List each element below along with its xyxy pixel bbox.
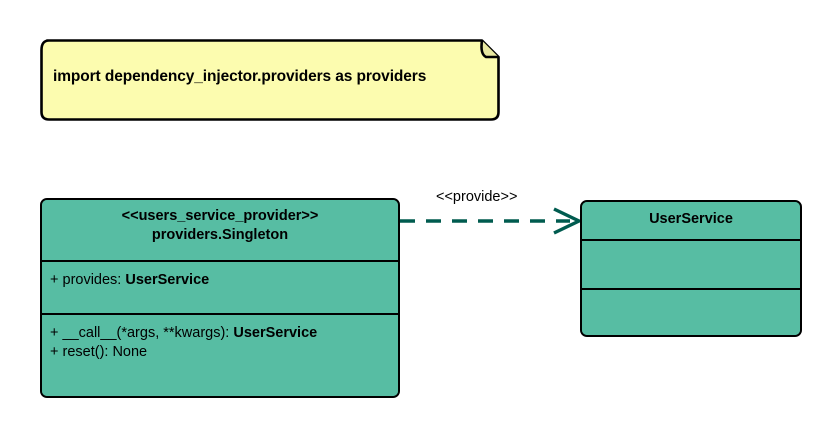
operation-row: + __call__(*args, **kwargs): UserService <box>50 324 398 343</box>
operation-label: reset(): None <box>62 344 148 360</box>
service-class-header: UserService <box>582 202 800 239</box>
provider-class-name: providers.Singleton <box>151 227 289 243</box>
service-class-operations <box>582 288 800 335</box>
provider-class-operations: + __call__(*args, **kwargs): UserService… <box>42 313 398 396</box>
class-box-user-service[interactable]: UserService <box>580 200 802 337</box>
attribute-label: provides: <box>62 272 126 288</box>
provider-class-header: <<users_service_provider>> providers.Sin… <box>42 200 398 260</box>
note-shape-icon <box>40 39 500 121</box>
operation-visibility: + <box>50 344 59 360</box>
operation-visibility: + <box>50 325 59 341</box>
import-note-text: import dependency_injector.providers as … <box>53 68 427 85</box>
operation-row: + reset(): None <box>50 343 398 362</box>
provider-class-stereotype: <<users_service_provider>> <box>121 208 319 224</box>
dependency-arrow-icon <box>400 207 583 235</box>
dependency-connector[interactable] <box>396 186 588 236</box>
service-class-name: UserService <box>649 211 733 227</box>
operation-return-type: UserService <box>233 325 318 341</box>
dependency-label: <<provide>> <box>436 189 518 205</box>
attribute-visibility: + <box>50 272 59 288</box>
attribute-type: UserService <box>125 272 210 288</box>
operation-label: __call__(*args, **kwargs): <box>62 325 234 341</box>
service-class-attributes <box>582 239 800 288</box>
provider-class-attributes: + provides: UserService <box>42 260 398 313</box>
attribute-row: + provides: UserService <box>50 271 398 290</box>
class-box-providers-singleton[interactable]: <<users_service_provider>> providers.Sin… <box>40 198 400 398</box>
import-note[interactable]: import dependency_injector.providers as … <box>39 38 501 122</box>
